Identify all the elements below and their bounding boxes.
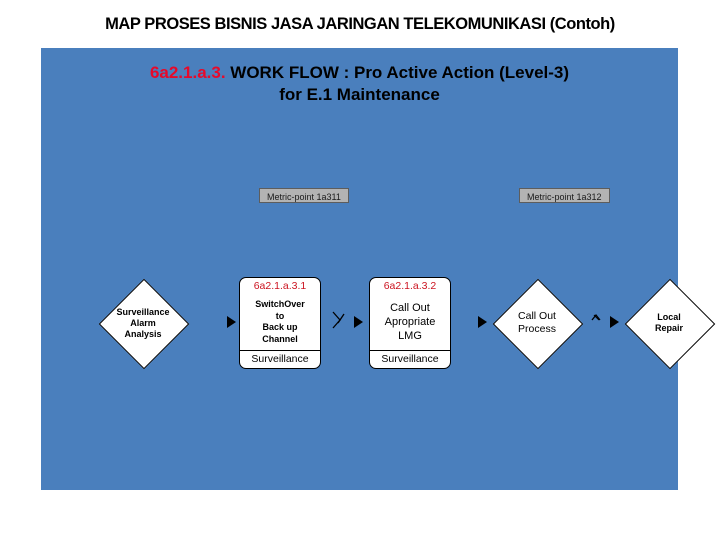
flow-node-label: Call Out Process bbox=[518, 310, 556, 335]
arrow-right-icon bbox=[227, 316, 236, 328]
flow-node-surveillance-alarm-analysis: Surveillance Alarm Analysis bbox=[98, 278, 190, 370]
subtitle-line-1: 6a2.1.a.3. WORK FLOW : Pro Active Action… bbox=[41, 62, 678, 84]
arrow-right-icon bbox=[354, 316, 363, 328]
metric-connector-icon bbox=[332, 311, 346, 329]
slide-subtitle: 6a2.1.a.3. WORK FLOW : Pro Active Action… bbox=[41, 62, 678, 106]
flow-node-label: Surveillance Alarm Analysis bbox=[116, 306, 170, 339]
page-title: MAP PROSES BISNIS JASA JARINGAN TELEKOMU… bbox=[105, 15, 615, 33]
subtitle-line-2: for E.1 Maintenance bbox=[279, 85, 440, 104]
slide-panel: 6a2.1.a.3. WORK FLOW : Pro Active Action… bbox=[41, 48, 716, 490]
subtitle-text: WORK FLOW : Pro Active Action (Level-3) bbox=[225, 63, 570, 82]
arrow-right-icon bbox=[478, 316, 487, 328]
flow-node-label: SwitchOver to Back up Channel bbox=[255, 299, 305, 344]
flow-node-label: Local Repair bbox=[654, 312, 683, 333]
flow-node-footer: Surveillance bbox=[240, 350, 320, 368]
flow-node-call-out-process: Call Out Process bbox=[492, 278, 584, 370]
flow-node-footer: Surveillance bbox=[370, 350, 450, 368]
arrow-right-icon bbox=[610, 316, 619, 328]
flow-node-code: 6a2.1.a.3.2 bbox=[383, 280, 437, 292]
flow-node-local-repair: Local Repair bbox=[624, 278, 716, 370]
metric-connector-icon bbox=[590, 313, 604, 331]
subtitle-code: 6a2.1.a.3. bbox=[149, 63, 226, 82]
flow-node-code: 6a2.1.a.3.1 bbox=[253, 280, 307, 292]
metric-point-tag-1a312: Metric-point 1a312 bbox=[519, 188, 610, 203]
flow-node-call-out-apropriate-lmg: 6a2.1.a.3.2 Call Out Apropriate LMG Surv… bbox=[369, 277, 451, 369]
flow-node-label: Call Out Apropriate LMG bbox=[384, 302, 436, 342]
metric-point-tag-1a311: Metric-point 1a311 bbox=[259, 188, 349, 203]
flow-node-switchover-to-backup-channel: 6a2.1.a.3.1 SwitchOver to Back up Channe… bbox=[239, 277, 321, 369]
